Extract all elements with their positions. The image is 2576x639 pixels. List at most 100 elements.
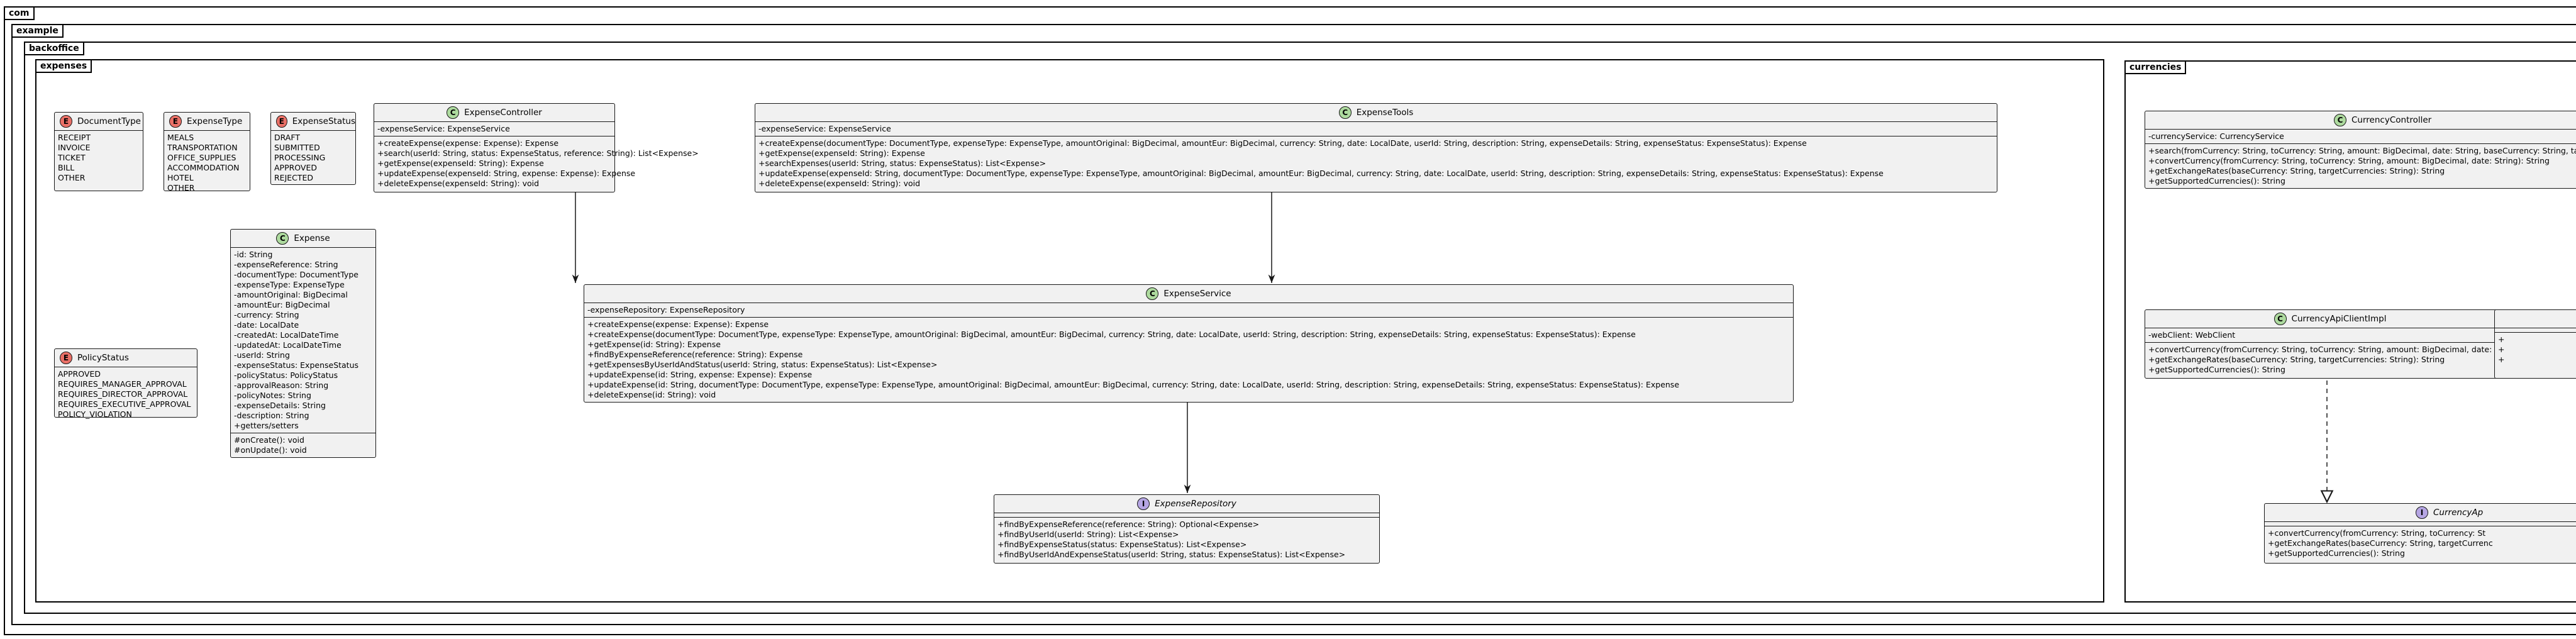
class-fields bbox=[2265, 521, 2576, 526]
class-method: +getSupportedCurrencies(): String bbox=[2148, 365, 2285, 374]
package-example-label: example bbox=[11, 24, 64, 38]
class-method: #onCreate(): void bbox=[234, 435, 304, 445]
class-method: +deleteExpense(id: String): void bbox=[587, 390, 716, 399]
class-method: +updateExpense(id: String, expense: Expe… bbox=[587, 370, 813, 379]
class-method: +updateExpense(expenseId: String, expens… bbox=[377, 169, 636, 178]
enum-value: RECEIPT bbox=[58, 133, 91, 142]
class-method: +search(userId: String, status: ExpenseS… bbox=[377, 148, 699, 158]
package-expenses: expenses bbox=[35, 59, 2104, 603]
class-icon: C bbox=[1338, 106, 1352, 119]
class-method: +getSupportedCurrencies(): String bbox=[2148, 176, 2285, 186]
class-icon: C bbox=[1146, 287, 1159, 300]
package-currencies: currencies bbox=[2124, 60, 2576, 603]
class-field: -updatedAt: LocalDateTime bbox=[234, 340, 341, 350]
class-fields: -expenseService: ExpenseService bbox=[374, 121, 614, 136]
class-method: +convertCurrency(fromCurrency: String, t… bbox=[2148, 156, 2550, 165]
enum-value: HOTEL bbox=[167, 173, 194, 182]
class-methods: +convertCurrency(fromCurrency: String, t… bbox=[2265, 526, 2576, 560]
package-currencies-label: currencies bbox=[2124, 60, 2187, 74]
enum-icon: E bbox=[60, 352, 72, 364]
class-methods: +createExpense(expense: Expense): Expens… bbox=[374, 136, 699, 191]
enum-value: TICKET bbox=[58, 153, 86, 162]
class-method: +getExpense(id: String): Expense bbox=[587, 340, 721, 349]
class-field: -createdAt: LocalDateTime bbox=[234, 330, 339, 340]
class-methods: +convertCurrency(fromCurrency: String, t… bbox=[2145, 342, 2550, 377]
class-method: +findByUserId(userId: String): List<Expe… bbox=[997, 530, 1179, 539]
class-method: +getSupportedCurrencies(): String bbox=[2268, 548, 2405, 558]
enum-value: APPROVED bbox=[58, 369, 101, 379]
class-field: -policyNotes: String bbox=[234, 391, 311, 400]
class-method: +getExpensesByUserIdAndStatus(userId: St… bbox=[587, 360, 938, 369]
class-field: -currency: String bbox=[234, 310, 299, 320]
enum-value: APPROVED bbox=[274, 163, 318, 172]
package-example: example bbox=[11, 24, 2576, 625]
class-icon: C bbox=[2273, 313, 2287, 325]
class-method: +getExchangeRates(baseCurrency: String, … bbox=[2268, 538, 2493, 548]
enum-value: REJECTED bbox=[274, 173, 314, 182]
class-field: -documentType: DocumentType bbox=[234, 270, 358, 279]
enum-value: REQUIRES_MANAGER_APPROVAL bbox=[58, 379, 187, 389]
package-com-label: com bbox=[4, 6, 35, 20]
class-method: +findByUserIdAndExpenseStatus(userId: St… bbox=[997, 550, 1346, 559]
class-field: -amountEur: BigDecimal bbox=[234, 300, 330, 309]
package-backoffice-label: backoffice bbox=[24, 42, 84, 55]
class-field: -userId: String bbox=[234, 350, 290, 360]
class-fields: -expenseRepository: ExpenseRepository bbox=[584, 303, 1793, 317]
enum-icon: E bbox=[169, 115, 182, 128]
class-method: +deleteExpense(expenseId: String): void bbox=[758, 179, 921, 188]
interface-icon: I bbox=[2416, 506, 2428, 519]
class-method: +updateExpense(id: String, documentType:… bbox=[587, 380, 1680, 389]
enum-value: MEALS bbox=[167, 133, 194, 142]
class-field: -policyStatus: PolicyStatus bbox=[234, 370, 338, 380]
class-method: +createExpense(documentType: DocumentTyp… bbox=[587, 330, 1636, 339]
enum-value: OTHER bbox=[58, 173, 86, 182]
enum-value: OTHER bbox=[167, 183, 195, 192]
package-com: com bbox=[4, 6, 2576, 635]
class-partial-offscreen[interactable]: +++ bbox=[2494, 309, 2576, 379]
class-methods: +createExpense(documentType: DocumentTyp… bbox=[755, 136, 1997, 191]
enum-icon: E bbox=[60, 115, 72, 128]
class-fields bbox=[994, 513, 1379, 517]
class-field: -webClient: WebClient bbox=[2148, 330, 2236, 340]
class-fields: -id: String-expenseReference: String-doc… bbox=[231, 247, 375, 433]
enum-value: INVOICE bbox=[58, 143, 91, 152]
class-fields: -expenseService: ExpenseService bbox=[755, 121, 1997, 136]
class-method: +getExchangeRates(baseCurrency: String, … bbox=[2148, 355, 2445, 364]
class-method: +findByExpenseReference(reference: Strin… bbox=[587, 350, 803, 359]
class-method: +deleteExpense(expenseId: String): void bbox=[377, 179, 540, 188]
class-field: -date: LocalDate bbox=[234, 320, 299, 330]
class-method: +updateExpense(expenseId: String, docume… bbox=[758, 169, 1884, 178]
class-method: +convertCurrency(fromCurrency: String, t… bbox=[2148, 345, 2550, 354]
class-methods: +createExpense(expense: Expense): Expens… bbox=[584, 317, 1793, 402]
enum-value: REQUIRES_EXECUTIVE_APPROVAL bbox=[58, 399, 191, 409]
interface-icon: I bbox=[1137, 497, 1150, 510]
class-method: + bbox=[2498, 355, 2505, 364]
class-method: +createExpense(expense: Expense): Expens… bbox=[377, 138, 559, 148]
class-method: + bbox=[2498, 345, 2505, 354]
class-field: -id: String bbox=[234, 250, 273, 259]
class-icon: C bbox=[276, 232, 289, 245]
class-field: -expenseReference: String bbox=[234, 260, 338, 269]
class-method: +searchExpenses(userId: String, status: … bbox=[758, 158, 1046, 168]
enum-value: PROCESSING bbox=[274, 153, 326, 162]
class-fields bbox=[2495, 328, 2576, 332]
enum-value: ACCOMMODATION bbox=[167, 163, 240, 172]
class-method: + bbox=[2498, 335, 2505, 344]
class-methods: #onCreate(): void#onUpdate(): void bbox=[231, 433, 375, 457]
